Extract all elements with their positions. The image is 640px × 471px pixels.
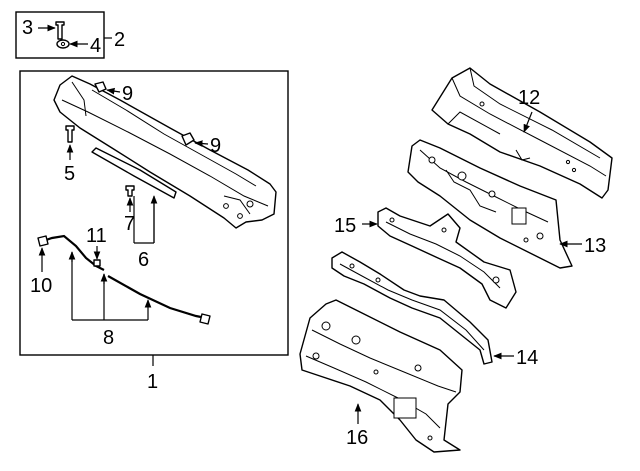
washer-hose-part-8: [37, 234, 211, 325]
cowl-assembly-box: [19, 70, 289, 366]
callout-1: 1: [147, 371, 158, 393]
callout-3: 3: [22, 17, 33, 39]
cowl-top-panel: [53, 75, 277, 229]
clip-part-9-right: [181, 132, 209, 147]
callout-13: 13: [584, 235, 606, 257]
callout-6: 6: [138, 249, 149, 271]
dash-insulator-16: [299, 299, 463, 453]
callout-14: 14: [516, 347, 538, 369]
screw-part-3: [38, 21, 65, 40]
clip-part-7: [125, 185, 135, 212]
clip-part-4: [56, 39, 88, 49]
callout-15: 15: [334, 215, 356, 237]
hardware-kit-box: [15, 11, 112, 59]
callout-16: 16: [346, 427, 368, 449]
callout-10: 10: [30, 275, 52, 297]
clip-part-9-top: [94, 81, 121, 95]
callout-4: 4: [90, 35, 101, 57]
callout-12: 12: [518, 87, 540, 109]
reinforcement-15: [362, 207, 517, 309]
callout-2: 2: [114, 29, 125, 51]
callout-9-top: 9: [122, 83, 133, 105]
weatherstrip-part-6: [91, 147, 177, 244]
callout-7: 7: [124, 213, 135, 235]
callout-8: 8: [103, 327, 114, 349]
bolt-part-5: [65, 125, 75, 160]
callout-9-right: 9: [210, 135, 221, 157]
lower-rail-14: [331, 251, 514, 365]
callout-11: 11: [86, 225, 107, 247]
clip-part-11: [93, 246, 101, 267]
dash-panel-13: [407, 139, 582, 269]
callout-5: 5: [64, 163, 75, 185]
upper-cowl-panel-12: [431, 67, 613, 199]
